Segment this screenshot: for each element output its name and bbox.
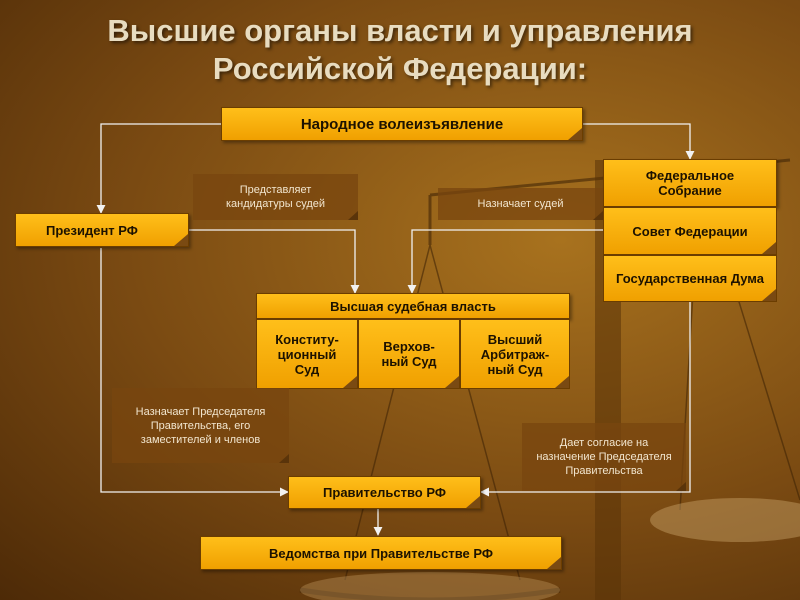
node-federation-council: Совет Федерации [603, 207, 777, 255]
page-title-line-2: Российской Федерации: [212, 51, 588, 86]
fold-corner [568, 128, 582, 140]
note-represents-judges-text: Представляет кандидатуры судей [225, 184, 326, 210]
node-state-duma: Государственная Дума [603, 255, 777, 302]
node-constitutional-court-label: Конститу-ционный Суд [275, 331, 339, 377]
node-arbitration-court-label: Высший Арбитраж-ный Суд [480, 331, 550, 377]
connector-duma-to-government [480, 302, 691, 497]
fold-corner [466, 496, 480, 508]
note-consents-chairman: Дает согласие на назначение Председателя… [522, 423, 686, 491]
fold-corner [343, 376, 357, 388]
fold-corner [762, 289, 776, 301]
connector-assembly-to-judicial [407, 229, 603, 294]
node-president-label: Президент РФ [46, 222, 138, 238]
note-appoints-judges-text: Назначает судей [477, 198, 564, 210]
node-supreme-court-label: Верхов-ный Суд [381, 339, 437, 369]
connector-people-to-assembly [583, 123, 695, 160]
node-people-will-label: Народное волеизъявление [300, 115, 504, 133]
connector-people-to-president [96, 123, 221, 214]
page-title: Высшие органы власти и управления Россий… [0, 12, 800, 88]
node-government: Правительство РФ [288, 476, 481, 509]
fold-corner [547, 557, 561, 569]
fold-corner [676, 482, 686, 491]
node-judicial-power: Высшая судебная власть [256, 293, 570, 319]
node-state-duma-label: Государственная Дума [616, 271, 764, 286]
node-supreme-court: Верхов-ный Суд [358, 319, 460, 389]
node-federation-council-label: Совет Федерации [632, 223, 748, 239]
node-president: Президент РФ [15, 213, 189, 247]
note-appoints-judges: Назначает судей [438, 188, 603, 220]
note-appoints-chairman: Назначает Председателя Правительства, ег… [112, 388, 289, 463]
node-arbitration-court: Высший Арбитраж-ный Суд [460, 319, 570, 389]
connector-president-to-government [100, 248, 289, 497]
fold-corner [279, 454, 289, 463]
node-agencies-label: Ведомства при Правительстве РФ [269, 545, 493, 561]
note-represents-judges: Представляет кандидатуры судей [193, 174, 358, 220]
node-judicial-power-label: Высшая судебная власть [330, 298, 496, 314]
node-people-will: Народное волеизъявление [221, 107, 583, 141]
node-agencies: Ведомства при Правительстве РФ [200, 536, 562, 570]
page-title-line-1: Высшие органы власти и управления [107, 13, 693, 48]
fold-corner [593, 211, 603, 220]
node-constitutional-court: Конститу-ционный Суд [256, 319, 358, 389]
fold-corner [348, 211, 358, 220]
fold-corner [762, 242, 776, 254]
connector-president-to-judicial [189, 229, 360, 294]
fold-corner [445, 376, 459, 388]
node-government-label: Правительство РФ [323, 485, 446, 500]
node-federal-assembly: Федеральное Собрание [603, 159, 777, 207]
note-appoints-chairman-text: Назначает Председателя Правительства, ег… [135, 405, 266, 446]
fold-corner [555, 376, 569, 388]
note-consents-chairman-text: Дает согласие на назначение Председателя… [536, 437, 672, 477]
fold-corner [174, 234, 188, 246]
node-federal-assembly-label: Федеральное Собрание [645, 168, 735, 198]
